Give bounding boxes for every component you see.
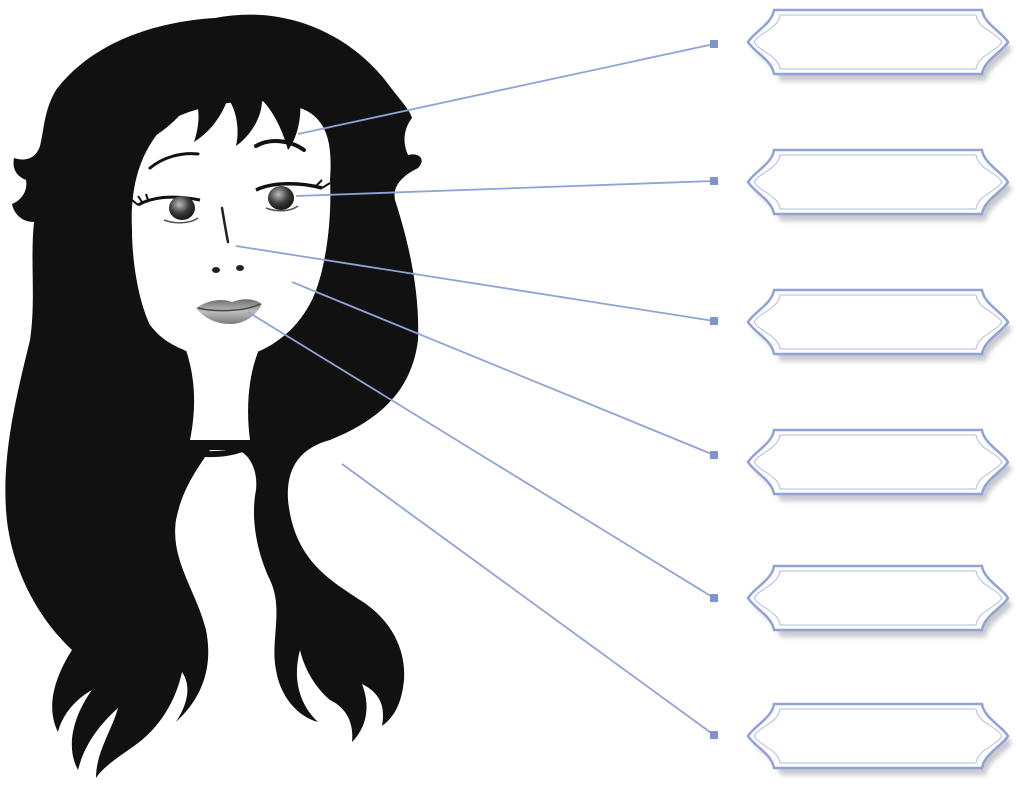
label-box-5 — [748, 566, 1012, 637]
label-box-6 — [748, 704, 1012, 775]
label-box-frame — [748, 150, 1008, 214]
leader-dots — [710, 40, 718, 739]
label-box-3 — [748, 290, 1012, 361]
leader-line-mouth — [248, 312, 714, 598]
label-boxes — [748, 10, 1012, 775]
label-box-frame — [748, 430, 1008, 494]
label-box-4 — [748, 430, 1012, 501]
label-box-2 — [748, 150, 1012, 221]
label-box-1 — [748, 10, 1012, 81]
label-box-frame — [748, 10, 1008, 74]
label-box-frame — [748, 290, 1008, 354]
label-box-frame — [748, 704, 1008, 768]
label-box-frame — [748, 566, 1008, 630]
